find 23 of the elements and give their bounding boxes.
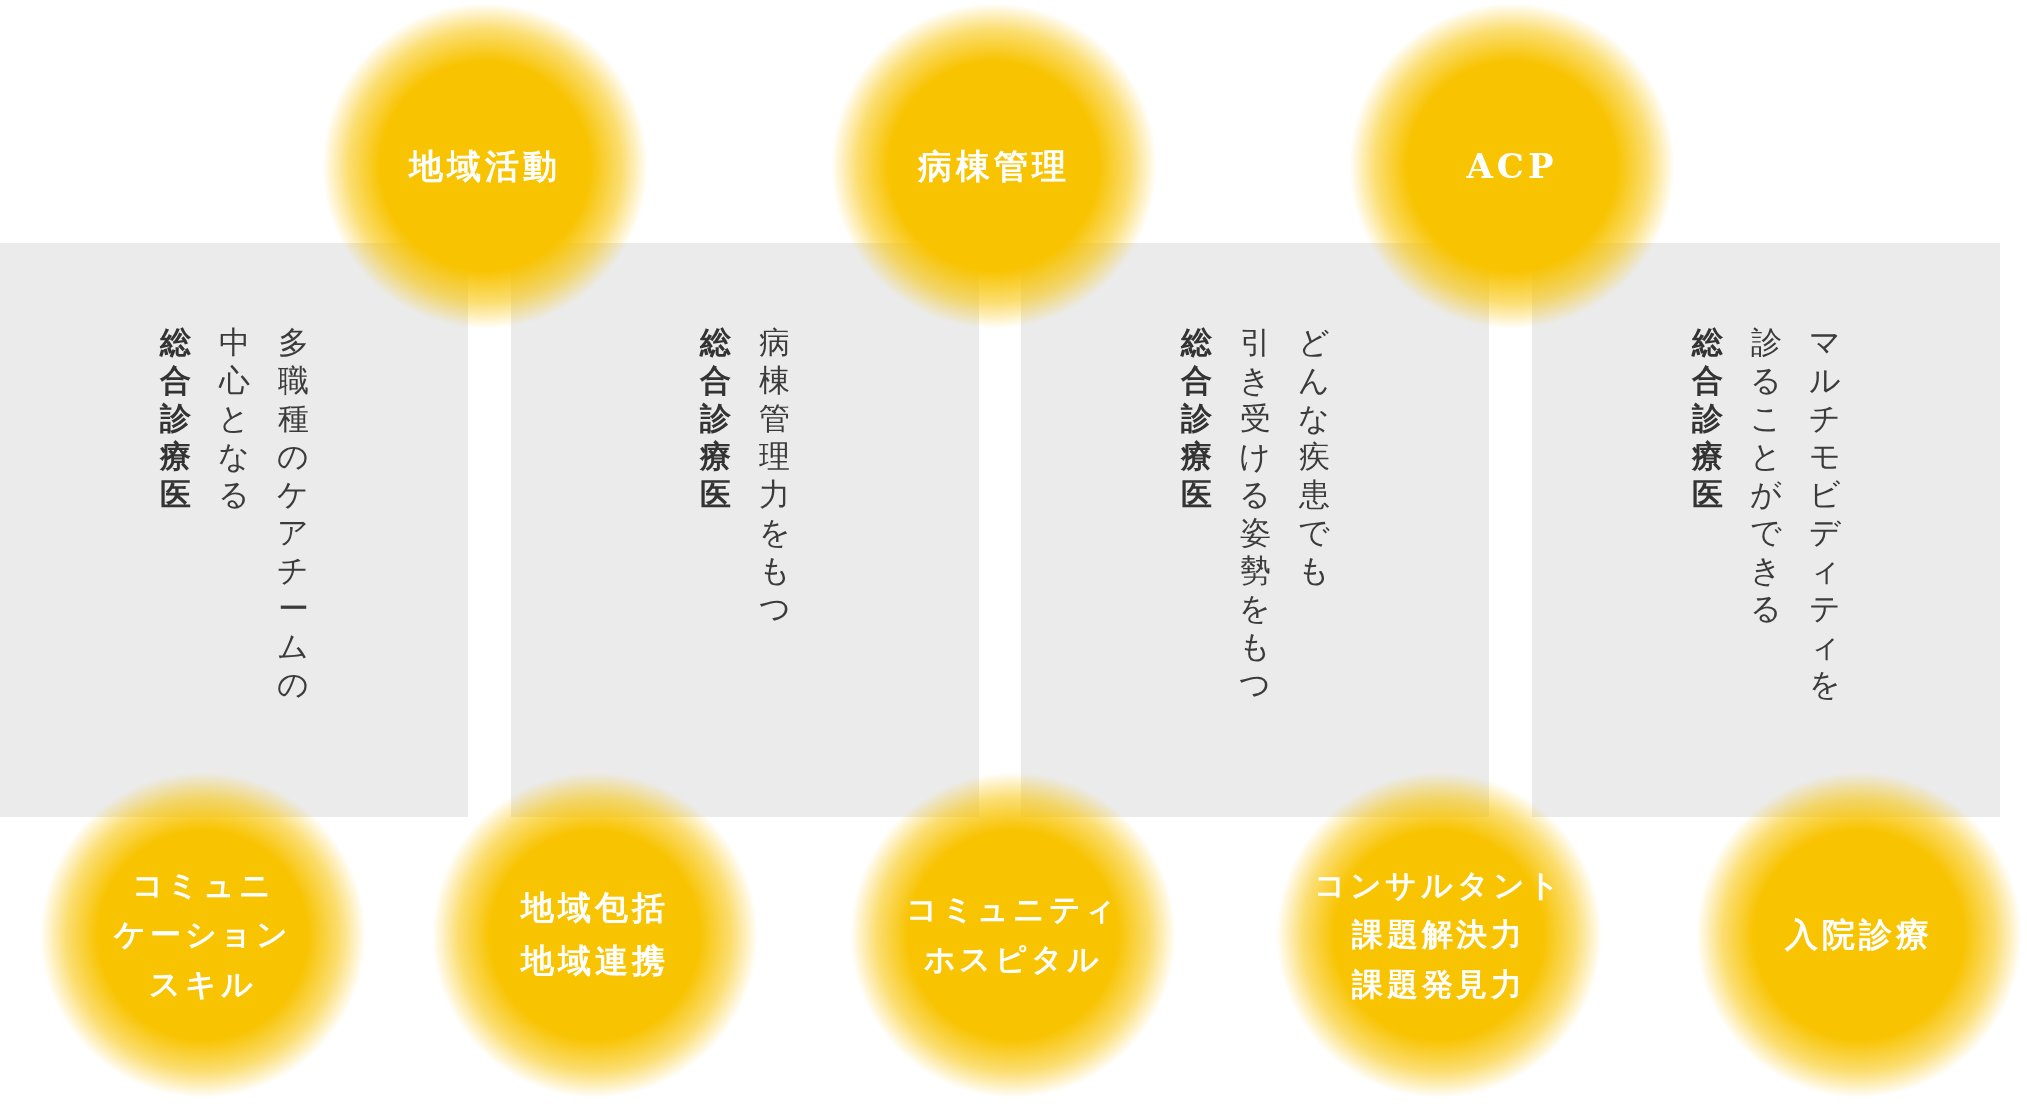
panel-heading: 総合診療医: [158, 323, 192, 513]
circle-text: 病棟管理: [917, 144, 1071, 188]
circle-text: 課題発見力: [1352, 964, 1526, 1004]
panel-text: マルチモビディティを診ることができる: [1749, 323, 1842, 703]
circle-text: 地域活動: [408, 144, 562, 188]
circle-text: コンサルタント: [1313, 865, 1564, 905]
text-panel: [511, 243, 979, 817]
circle-text: コミュニティホスピタル: [905, 890, 1121, 979]
panel-text: 多職種のケアチームの中心となる: [217, 323, 310, 703]
text-panel: [1021, 243, 1489, 817]
panel-heading: 総合診療医: [698, 323, 732, 513]
circle-text: ACP: [1466, 144, 1558, 188]
circle-text: 入院診療: [1785, 913, 1933, 956]
circle-text: コミュニケーションスキル: [114, 865, 292, 1004]
circle-text: 課題解決力: [1352, 915, 1526, 955]
panel-heading: 総合診療医: [1690, 323, 1724, 513]
circle-text: 地域包括: [521, 887, 669, 930]
panel-text: 病棟管理力をもつ: [757, 323, 792, 627]
text-panel: [0, 243, 468, 817]
panel-heading: 総合診療医: [1179, 323, 1213, 513]
circle-text: 地域連携: [521, 940, 669, 982]
panel-text: どんな疾患でも引き受ける姿勢をもつ: [1238, 323, 1331, 703]
text-panel: [1532, 243, 2000, 817]
